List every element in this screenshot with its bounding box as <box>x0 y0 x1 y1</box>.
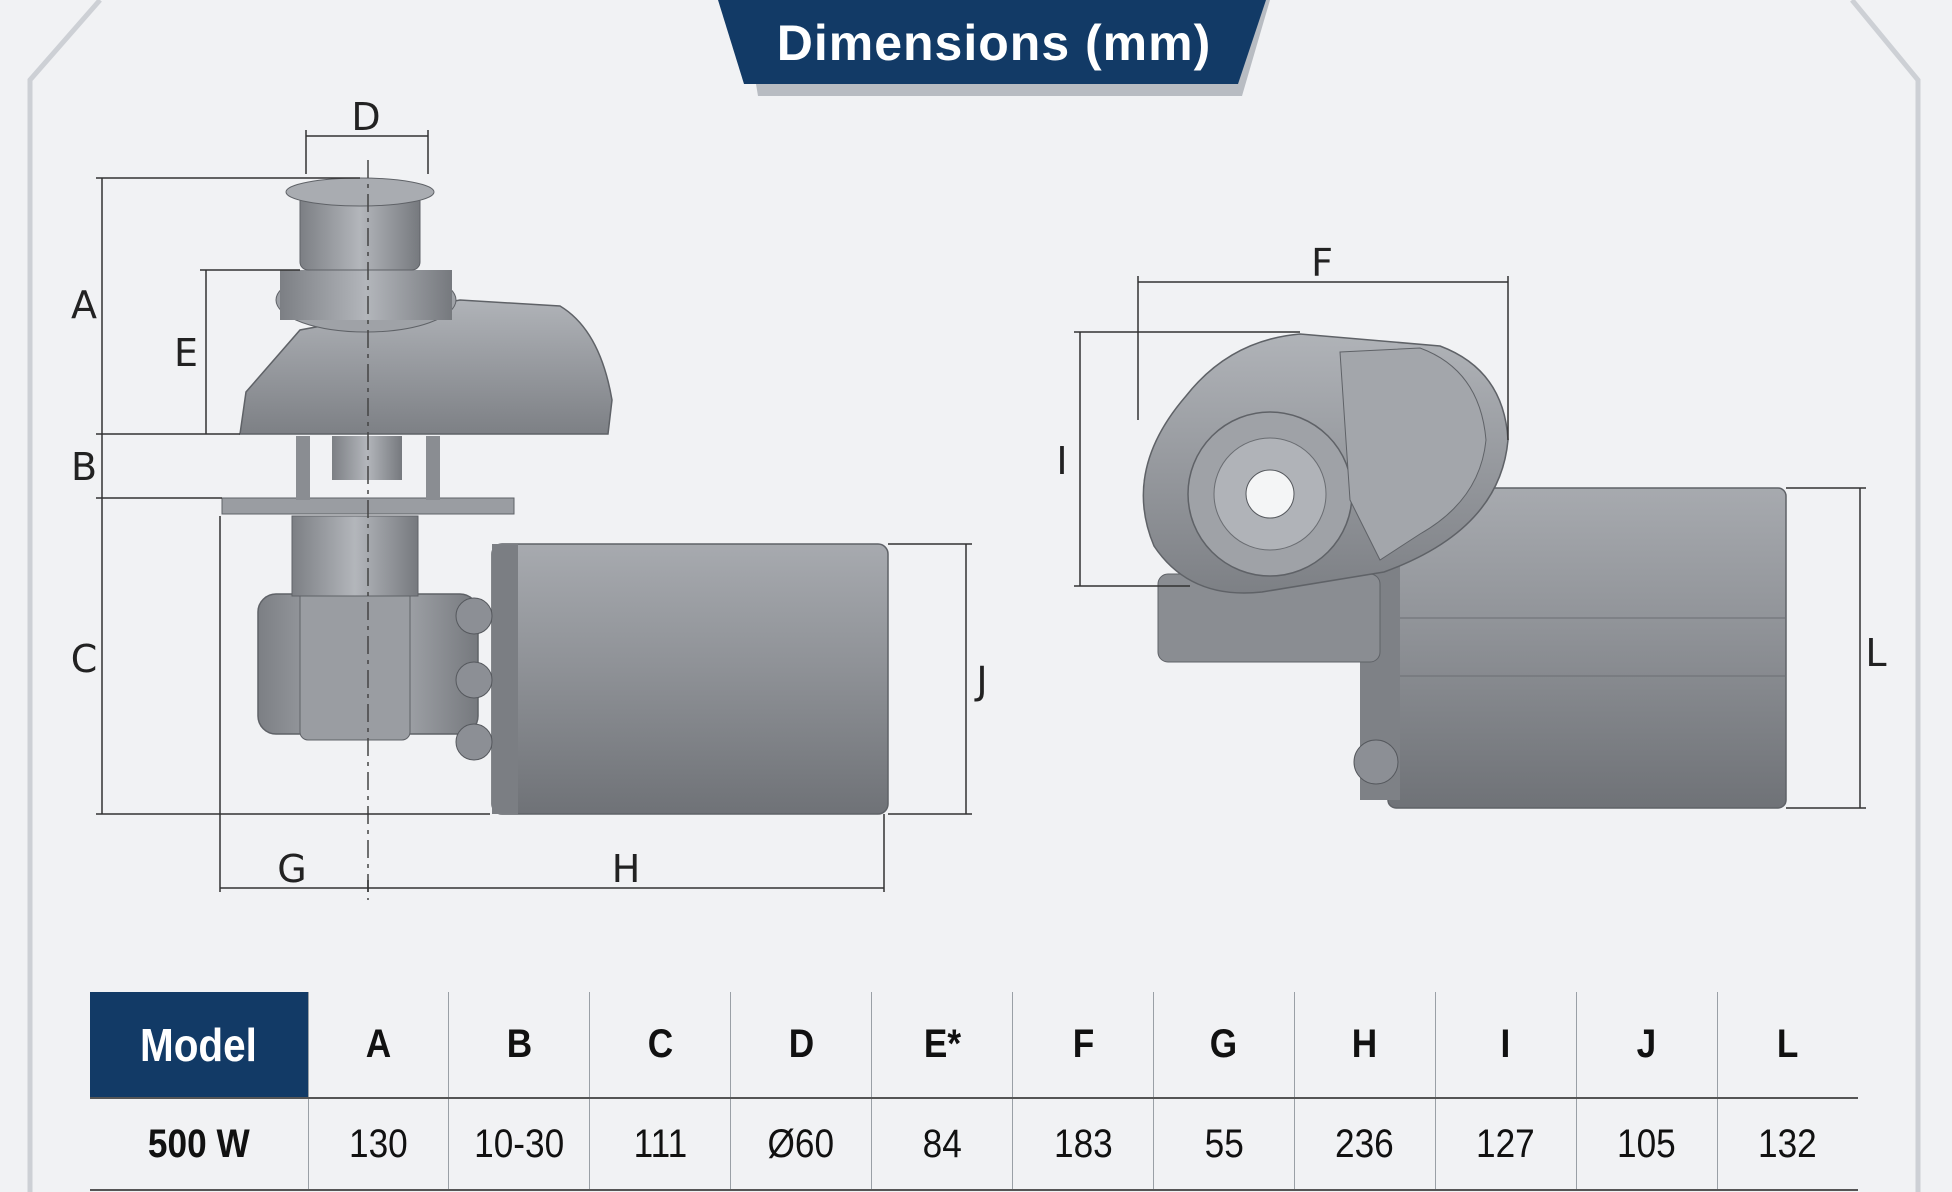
table-row: 500 W 130 10-30 111 Ø60 84 183 55 236 12… <box>90 1098 1858 1191</box>
cell-l: 132 <box>1716 1098 1858 1191</box>
column-header-l: L <box>1725 992 1850 1099</box>
dim-label-e: E <box>174 331 198 375</box>
column-header-e: E* <box>879 992 1005 1099</box>
cell-f: 183 <box>1012 1098 1154 1191</box>
dim-label-i: I <box>1056 439 1067 483</box>
column-header-h: H <box>1302 992 1427 1099</box>
dim-label-a: A <box>71 283 97 327</box>
cell-a: 130 <box>307 1098 449 1191</box>
column-header-b: B <box>456 992 582 1099</box>
column-header-d: D <box>738 992 864 1099</box>
column-header-c: C <box>597 992 723 1099</box>
cell-i: 127 <box>1434 1098 1577 1191</box>
dim-label-c: C <box>71 637 98 681</box>
cell-c: 111 <box>589 1098 731 1191</box>
dim-label-l: L <box>1865 631 1886 675</box>
top-dimension-lines <box>1074 276 1866 809</box>
cell-model: 500 W <box>90 1098 309 1191</box>
column-header-g: G <box>1161 992 1286 1099</box>
dim-label-h: H <box>612 847 641 891</box>
cell-j: 105 <box>1575 1098 1718 1191</box>
cell-d: Ø60 <box>730 1098 872 1191</box>
title-banner-shape <box>718 0 1270 96</box>
column-header-a: A <box>316 992 441 1099</box>
dim-label-f: F <box>1311 241 1333 285</box>
dim-label-d: D <box>351 95 380 139</box>
dim-label-j: J <box>974 659 987 703</box>
dim-label-b: B <box>71 445 97 489</box>
column-header-i: I <box>1443 992 1568 1099</box>
side-view: A B C D E G H J <box>71 95 988 900</box>
page-title: Dimensions (mm) <box>776 15 1212 71</box>
table-header-row: Model A B C D E* F G H I J L <box>90 992 1858 1099</box>
side-dimension-lines <box>96 130 972 892</box>
cell-g: 55 <box>1152 1098 1295 1191</box>
cell-h: 236 <box>1293 1098 1436 1191</box>
dim-label-g: G <box>277 847 306 891</box>
column-header-j: J <box>1584 992 1709 1099</box>
cell-e: 84 <box>871 1098 1013 1191</box>
top-view: F I L <box>1056 241 1887 809</box>
column-header-model: Model <box>90 992 309 1099</box>
title-banner: Dimensions (mm) <box>718 0 1270 96</box>
dimensions-table: Model A B C D E* F G H I J L 500 W 130 1… <box>90 992 1858 1191</box>
windlass-drawings: A B C D E G H J <box>71 95 1887 900</box>
column-header-f: F <box>1020 992 1145 1099</box>
cell-b: 10-30 <box>448 1098 590 1191</box>
